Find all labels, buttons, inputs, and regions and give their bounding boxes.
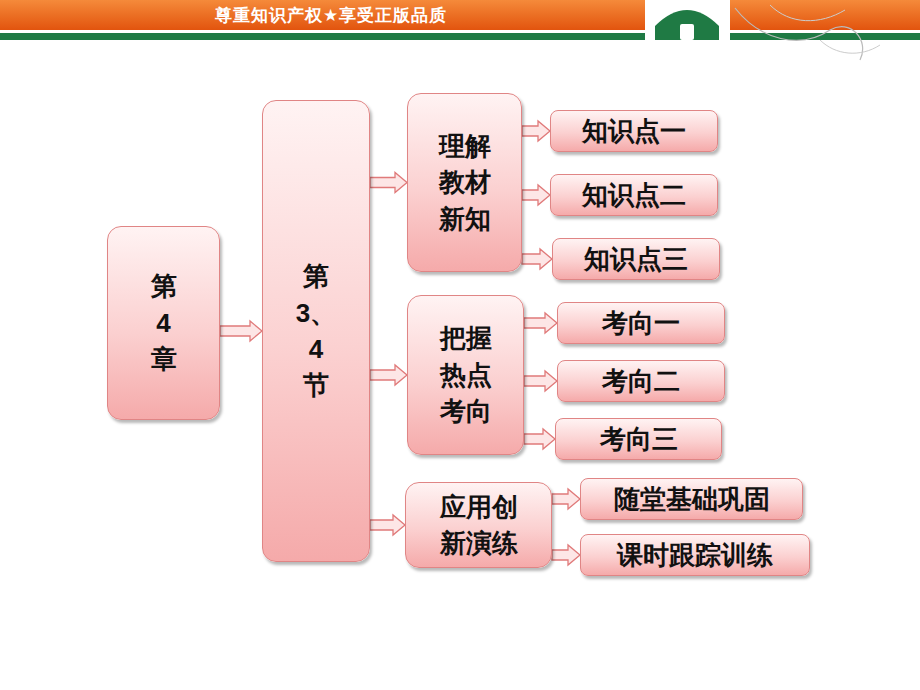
block-arrow (370, 365, 407, 385)
node-text: 知识点一 (582, 113, 686, 149)
node-text: 课时跟踪训练 (617, 537, 773, 573)
item-box: 考向三 (555, 418, 722, 460)
block-arrow (524, 371, 557, 391)
node-text: 理解 教材 新知 (439, 128, 491, 237)
logo-arch (655, 10, 719, 40)
item-box: 考向一 (557, 302, 725, 344)
block-arrow (522, 185, 550, 205)
item-box: 课时跟踪训练 (580, 534, 810, 576)
node-text: 考向三 (600, 421, 678, 457)
block-arrow (370, 173, 407, 193)
node-text: 应用创 新演练 (440, 489, 518, 562)
node-text: 知识点三 (584, 241, 688, 277)
block-arrow (552, 545, 580, 565)
category-box: 应用创 新演练 (405, 482, 552, 568)
node-text: 考向二 (602, 363, 680, 399)
node-text: 随堂基础巩固 (614, 481, 770, 517)
decor-swirl (770, 5, 845, 21)
node-text: 知识点二 (582, 177, 686, 213)
logo-door (680, 24, 694, 40)
block-arrow (370, 515, 405, 535)
node-text: 把握 热点 考向 (440, 320, 492, 429)
block-arrow (524, 313, 557, 333)
block-arrow (524, 429, 555, 449)
category-box: 把握 热点 考向 (407, 295, 524, 455)
item-box: 知识点一 (550, 110, 718, 152)
header-slogan: 尊重知识产权★享受正版品质 (215, 4, 447, 27)
header-bar (0, 0, 920, 30)
node-text: 考向一 (602, 305, 680, 341)
block-arrow (552, 489, 580, 509)
block-arrow (220, 321, 262, 341)
item-box: 考向二 (557, 360, 725, 402)
item-box: 知识点二 (550, 174, 718, 216)
block-arrow (522, 249, 552, 269)
chapter-box: 第 4 章 (107, 226, 220, 420)
block-arrow (522, 121, 550, 141)
category-box: 理解 教材 新知 (407, 93, 522, 272)
node-text: 第 3、4 节 (296, 258, 336, 404)
item-box: 随堂基础巩固 (580, 478, 803, 520)
item-box: 知识点三 (552, 238, 720, 280)
section-box: 第 3、4 节 (262, 100, 370, 562)
header-gap (0, 30, 920, 33)
node-text: 第 4 章 (151, 268, 177, 377)
decor-swirl (820, 40, 880, 53)
logo-background (645, 0, 730, 44)
